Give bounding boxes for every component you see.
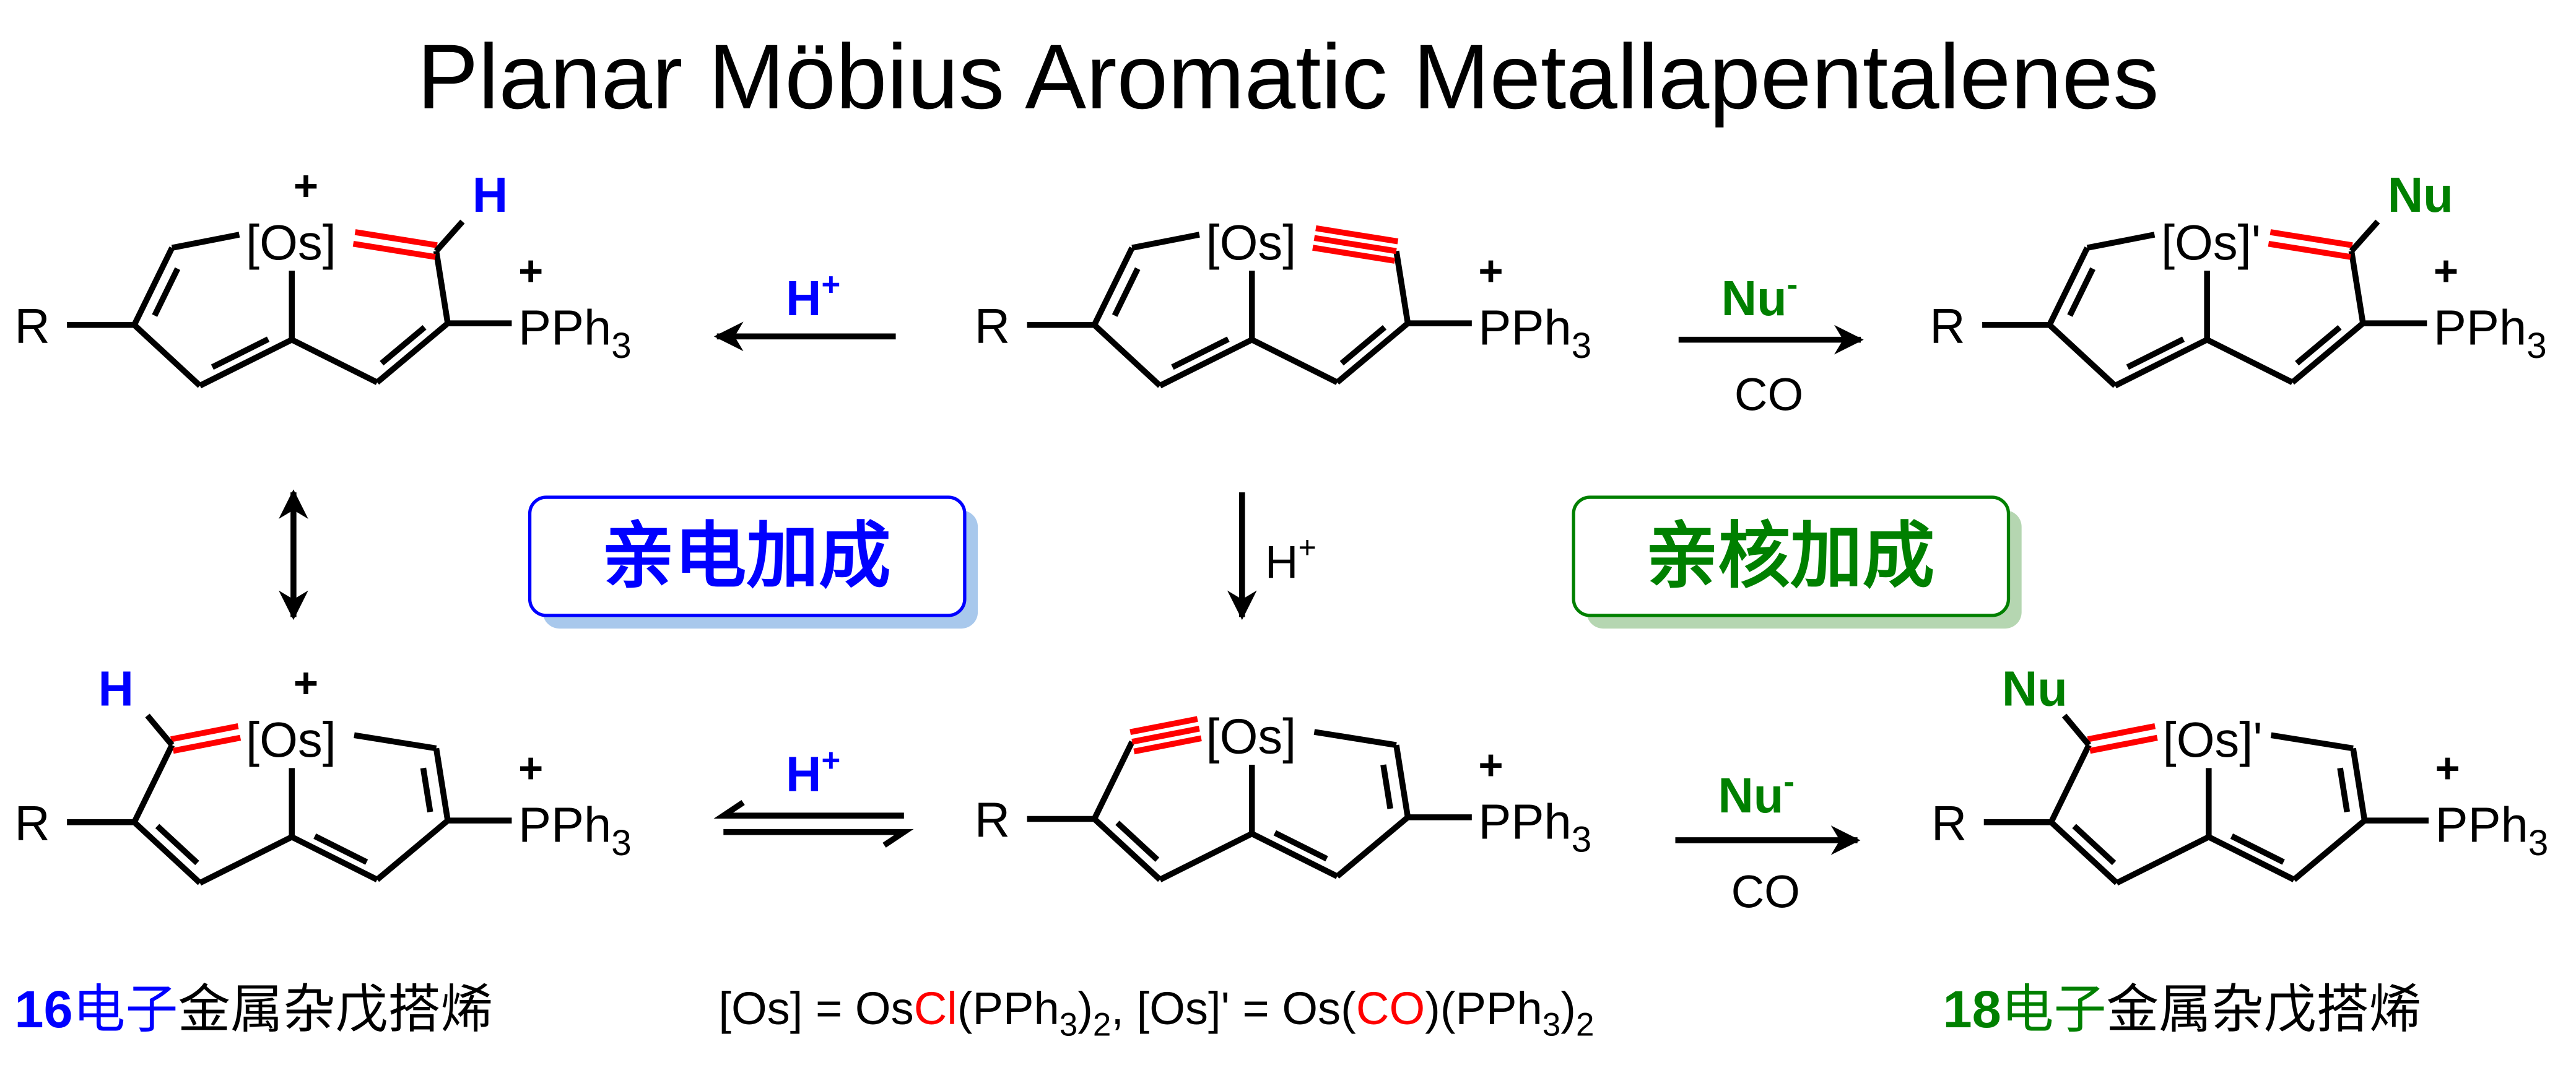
svg-text:亲电加成: 亲电加成 <box>602 515 890 596</box>
formula-part: Cl <box>914 983 957 1034</box>
nucleophilic-addition-label: 亲核加成 <box>1572 495 2022 629</box>
molecule-top-center: R [Os] PPh3 + <box>975 215 1591 389</box>
formula-part: 3 <box>1543 1006 1560 1043</box>
arrow-protonation-top: H+ <box>713 266 896 352</box>
r-group-label: R <box>1931 796 1967 851</box>
electrophilic-addition-label: 亲电加成 <box>528 495 978 629</box>
molecule-bottom-left: H R [Os] + PPh3 + <box>14 659 632 886</box>
reagent-nu-minus-bottom: Nu- <box>1718 763 1795 823</box>
equilibrium-arrow: H+ <box>713 742 914 848</box>
os-charge: + <box>294 659 318 707</box>
formula-part: ) <box>1560 983 1576 1034</box>
r-group-label: R <box>1930 298 1965 354</box>
molecule-top-right: NuR [Os]' PPh3 + <box>1930 167 2547 389</box>
formula-part: , [Os]' = Os( <box>1111 983 1356 1034</box>
phosphonium-charge: + <box>518 247 543 295</box>
formula-part: [Os] = Os <box>718 983 913 1034</box>
molecule-bottom-right: NuR [Os]' PPh3 + <box>1931 661 2549 886</box>
osmium-label: [Os]' <box>2161 215 2261 270</box>
arrow-nucleophilic-top: Nu- CO <box>1678 266 1864 420</box>
pph3-label: PPh3 <box>1478 300 1591 366</box>
reagent-h-plus: H+ <box>786 266 840 326</box>
formula-part: )(PPh <box>1425 983 1543 1034</box>
pph3-label: PPh3 <box>518 798 632 863</box>
phosphonium-charge: + <box>518 744 543 792</box>
r-group-label: R <box>975 793 1010 848</box>
label-16-electron: 16电子金属杂戊搭烯 <box>14 978 493 1040</box>
molecules: HR[Os]+PPh3+R[Os]PPh3+NuR[Os]'PPh3+HR[Os… <box>14 162 2549 886</box>
formula-part: (PPh <box>957 983 1060 1034</box>
reagent-co-bottom: CO <box>1731 866 1800 918</box>
reagent-h-plus-down: H+ <box>1265 529 1316 588</box>
svg-text:亲核加成: 亲核加成 <box>1646 515 1934 596</box>
osmium-label: [Os]' <box>2163 712 2263 767</box>
reagent-h-plus-bottom: H+ <box>786 742 840 802</box>
pph3-label: PPh3 <box>2434 300 2547 366</box>
formula-part: 3 <box>1060 1006 1077 1043</box>
page-title: Planar Möbius Aromatic Metallapentalenes <box>417 26 2159 128</box>
phosphonium-charge: + <box>2435 744 2460 792</box>
osmium-label: [Os] <box>1206 708 1296 763</box>
os-charge: + <box>294 162 318 209</box>
molecule-top-left: H R [Os] + PPh3 + <box>14 162 632 389</box>
substituent-label: Nu <box>2388 167 2453 222</box>
phosphonium-charge: + <box>2434 247 2458 295</box>
substituent-label: H <box>98 661 134 716</box>
phosphonium-charge: + <box>1478 741 1503 789</box>
arrow-protonation-down: H+ <box>1227 492 1316 620</box>
os-definition-formula: [Os] = OsCl(PPh3)2, [Os]' = Os(CO)(PPh3)… <box>718 983 1594 1043</box>
formula-part: 2 <box>1093 1006 1111 1043</box>
osmium-label: [Os] <box>246 215 336 270</box>
r-group-label: R <box>975 298 1010 354</box>
label-18-electron: 18电子金属杂戊搭烯 <box>1943 978 2421 1040</box>
formula-part: CO <box>1356 983 1425 1034</box>
osmium-label: [Os] <box>1206 215 1296 270</box>
substituent-label: H <box>472 167 508 222</box>
formula-part: 2 <box>1576 1006 1594 1043</box>
arrow-nucleophilic-bottom: Nu- CO <box>1675 763 1861 918</box>
pph3-label: PPh3 <box>518 300 632 366</box>
osmium-label: [Os] <box>246 712 336 767</box>
substituent-label: Nu <box>2002 661 2068 716</box>
pph3-label: PPh3 <box>1478 794 1591 859</box>
formula-part: ) <box>1077 983 1093 1034</box>
phosphonium-charge: + <box>1478 247 1503 295</box>
r-group-label: R <box>14 298 50 354</box>
reagent-co: CO <box>1734 369 1803 420</box>
pph3-label: PPh3 <box>2435 798 2549 863</box>
molecule-bottom-center: R [Os] PPh3 + <box>975 708 1591 882</box>
r-group-label: R <box>14 796 50 851</box>
reagent-nu-minus: Nu- <box>1721 266 1798 326</box>
